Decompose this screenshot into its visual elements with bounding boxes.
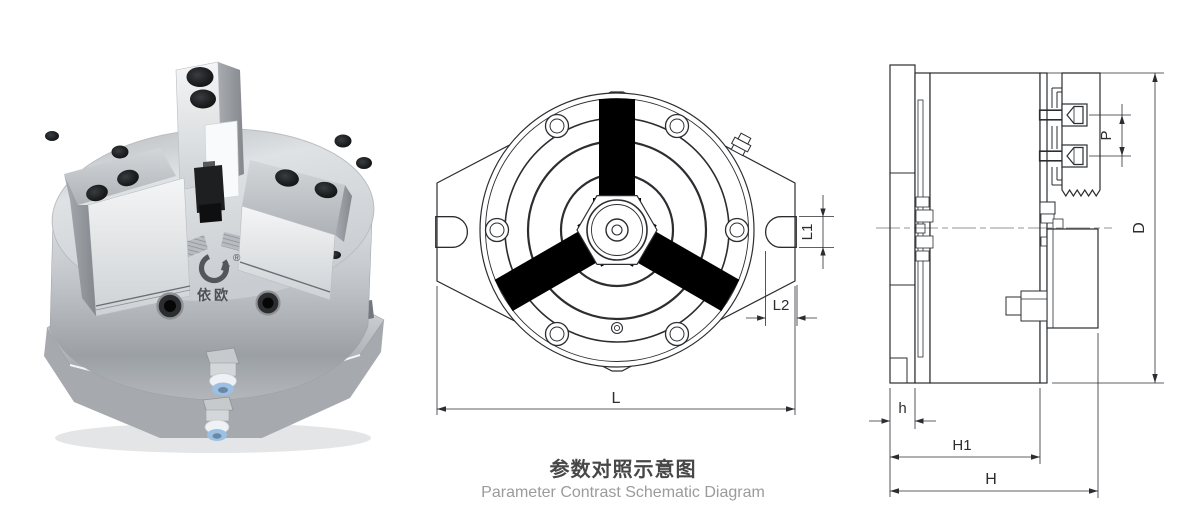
- jaw-left: [64, 148, 191, 317]
- bolt-holes: [484, 113, 750, 347]
- caption-chinese: 参数对照示意图: [549, 459, 697, 481]
- jaw-section-top: [1038, 72, 1101, 198]
- jaw-top: [175, 61, 244, 201]
- dim-h-total: H: [890, 333, 1099, 498]
- caption-english: Parameter Contrast Schematic Diagram: [481, 484, 765, 501]
- dim-label-l2: L2: [773, 297, 790, 314]
- side-view-drawing: P D h H1: [869, 64, 1164, 498]
- dim-label-h1: H1: [952, 437, 971, 454]
- plate-slot-right: [765, 216, 797, 248]
- dim-label-l1: L1: [799, 224, 816, 241]
- dim-label-h-total: H: [985, 471, 997, 488]
- air-fitting: [730, 132, 752, 157]
- lower-jaw-block: [1005, 201, 1099, 329]
- pneumatic-fitting-2: [202, 396, 234, 441]
- dim-label-l: L: [612, 390, 621, 407]
- brand-logo-ring: [198, 252, 230, 284]
- front-view-drawing: L1 L2 L: [435, 91, 834, 415]
- brand-registered-mark: ®: [233, 253, 241, 264]
- jaw-right: [237, 160, 352, 301]
- dim-label-p: P: [1098, 130, 1115, 140]
- center-boss: [576, 195, 658, 265]
- dim-p: P: [1089, 104, 1131, 167]
- dim-label-h: h: [898, 400, 906, 417]
- center-post: [194, 161, 225, 223]
- dim-label-d: D: [1131, 222, 1148, 234]
- brand-logo: ® 依欧: [197, 252, 241, 303]
- dim-l1: L1: [799, 195, 834, 269]
- dim-l: L: [436, 286, 796, 415]
- dim-l2: L2: [746, 251, 817, 326]
- dim-d: D: [1046, 72, 1164, 384]
- flange-plate: [889, 64, 916, 384]
- face-screws: [156, 290, 281, 320]
- pneumatic-fitting-1: [205, 347, 240, 396]
- product-photo: ® 依欧: [44, 61, 385, 453]
- dim-h: h: [869, 388, 936, 497]
- brand-name: 依欧: [197, 287, 231, 303]
- caption: 参数对照示意图 Parameter Contrast Schematic Dia…: [437, 459, 809, 502]
- plate-slot-left: [435, 216, 468, 248]
- dim-h1: H1: [890, 388, 1041, 464]
- brand-logo-notch: [220, 263, 230, 273]
